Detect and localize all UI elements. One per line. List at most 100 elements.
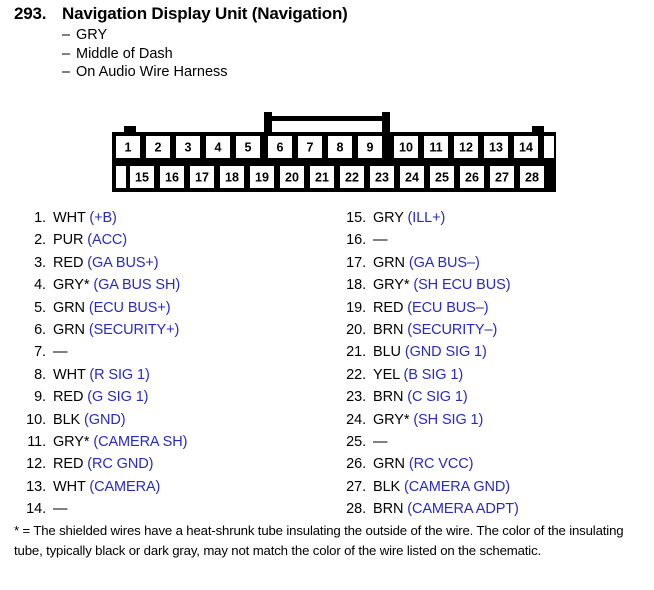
wire-color: — bbox=[373, 433, 388, 450]
connector-top-row: 1 2 3 4 5 6 7 8 9 10 11 12 13 14 bbox=[116, 136, 554, 158]
pin-list-item: 18.GRY* (SH ECU BUS) bbox=[338, 277, 519, 299]
pin-list-item: 12. RED (RC GND) bbox=[18, 456, 187, 478]
pin-number: 21. bbox=[346, 344, 366, 361]
pin-label-16: 16 bbox=[165, 170, 179, 184]
signal-name: (SH SIG 1) bbox=[413, 411, 484, 428]
pin-list-item: 19.RED (ECU BUS–) bbox=[338, 300, 519, 322]
signal-name: (B SIG 1) bbox=[403, 366, 464, 383]
pin-number: 14. bbox=[26, 501, 46, 518]
wire-color: GRN bbox=[373, 254, 405, 271]
pin-label-7: 7 bbox=[307, 140, 314, 154]
footnote-text: * = The shielded wires have a heat-shrun… bbox=[14, 523, 624, 558]
wire-color: GRY* bbox=[373, 411, 410, 428]
pin-list-item: 23.BRN (C SIG 1) bbox=[338, 389, 519, 411]
pin-description: BLK (GND) bbox=[46, 411, 126, 428]
dash-marker: – bbox=[62, 45, 71, 62]
signal-name: (C SIG 1) bbox=[407, 389, 468, 406]
pin-description: GRY* (SH ECU BUS) bbox=[366, 277, 511, 293]
pin-list-right: 15.GRY (ILL+) 16.— 17.GRN (GA BUS–) 18.G… bbox=[338, 210, 519, 523]
dash-marker: – bbox=[62, 64, 71, 80]
wire-color: YEL bbox=[373, 366, 400, 383]
pin-description: GRN (GA BUS–) bbox=[366, 255, 480, 271]
pin-label-3: 3 bbox=[185, 140, 192, 154]
pin-list-item: 8.WHT (R SIG 1) bbox=[18, 367, 187, 389]
pin-list-item: 9.RED (G SIG 1) bbox=[18, 389, 187, 411]
signal-name: (CAMERA ADPT) bbox=[407, 501, 519, 518]
pin-list-item: 16.— bbox=[338, 232, 519, 254]
pin-description: GRN (ECU BUS+) bbox=[46, 299, 171, 316]
pin-list-item: 2.PUR (ACC) bbox=[18, 232, 187, 254]
pin-list-item: 5.GRN (ECU BUS+) bbox=[18, 300, 187, 322]
wire-color: BLU bbox=[373, 344, 401, 361]
wire-color: BLK bbox=[373, 478, 401, 495]
pin-label-26: 26 bbox=[465, 170, 479, 184]
title-row: 293. Navigation Display Unit (Navigation… bbox=[14, 4, 634, 24]
pin-description: BRN (C SIG 1) bbox=[366, 389, 468, 405]
pin-label-1: 1 bbox=[125, 140, 132, 154]
header-detail-text: On Audio Wire Harness bbox=[76, 64, 228, 80]
signal-name: (SECURITY–) bbox=[407, 321, 498, 338]
connector-diagram: 1 2 3 4 5 6 7 8 9 10 11 12 13 14 bbox=[110, 110, 558, 194]
pin-description: BRN (SECURITY–) bbox=[366, 322, 497, 338]
pin-number: 1. bbox=[34, 210, 46, 226]
header-detail-item: – Middle of Dash bbox=[62, 45, 634, 64]
pin-description: GRY (ILL+) bbox=[366, 210, 445, 226]
pin-number: 23. bbox=[346, 389, 366, 406]
section-number: 293. bbox=[14, 4, 47, 23]
signal-name: (CAMERA SH) bbox=[93, 433, 188, 450]
signal-name: (ILL+) bbox=[407, 210, 446, 226]
pin-description: BLK (CAMERA GND) bbox=[366, 479, 510, 495]
signal-name: (RC GND) bbox=[87, 456, 154, 473]
pin-label-13: 13 bbox=[489, 140, 503, 154]
pin-label-4: 4 bbox=[215, 140, 222, 154]
pin-list-item: 22.YEL (B SIG 1) bbox=[338, 367, 519, 389]
wire-color: GRY* bbox=[53, 433, 90, 450]
signal-name: (GA BUS SH) bbox=[93, 277, 181, 294]
wire-color: BRN bbox=[373, 321, 404, 338]
pin-description: GRN (RC VCC) bbox=[366, 456, 473, 472]
pin-description: WHT (+B) bbox=[46, 210, 117, 226]
pin-number: 11. bbox=[27, 433, 46, 450]
signal-name: (ECU BUS+) bbox=[88, 299, 171, 316]
pin-list-item: 4.GRY* (GA BUS SH) bbox=[18, 277, 187, 299]
pin-list-item: 21. BLU (GND SIG 1) bbox=[338, 344, 519, 366]
pin-number: 18. bbox=[346, 277, 366, 294]
wire-color: BRN bbox=[373, 501, 404, 518]
pin-description: — bbox=[366, 232, 388, 248]
pin-number: 5. bbox=[34, 299, 46, 316]
pin-number: 12. bbox=[26, 456, 46, 473]
pin-number: 20. bbox=[346, 321, 366, 338]
pin-label-6: 6 bbox=[277, 140, 284, 154]
pin-label-10: 10 bbox=[399, 140, 413, 154]
wire-color: BLK bbox=[53, 411, 81, 428]
pin-number: 10. bbox=[26, 411, 46, 428]
signal-name: (GND SIG 1) bbox=[404, 344, 487, 361]
pin-assignment-lists: 1.WHT (+B) 2.PUR (ACC) 3.RED (GA BUS+) 4… bbox=[0, 210, 654, 517]
wire-color: RED bbox=[53, 456, 84, 473]
wire-color: RED bbox=[53, 389, 84, 406]
pin-list-item: 10.BLK (GND) bbox=[18, 412, 187, 434]
pin-label-25: 25 bbox=[435, 170, 449, 184]
pin-description: YEL (B SIG 1) bbox=[366, 367, 463, 383]
wire-color: WHT bbox=[53, 366, 86, 383]
page-header: 293. Navigation Display Unit (Navigation… bbox=[14, 4, 634, 82]
pin-label-20: 20 bbox=[285, 170, 299, 184]
connector-bottom-row: 15 16 17 18 19 20 21 22 23 24 25 26 27 2… bbox=[116, 166, 544, 188]
pin-list-item: 24.GRY* (SH SIG 1) bbox=[338, 412, 519, 434]
pin-description: GRY* (SH SIG 1) bbox=[366, 412, 483, 428]
header-detail-text: Middle of Dash bbox=[76, 45, 173, 62]
pin-label-5: 5 bbox=[245, 140, 252, 154]
pin-list-item: 28.BRN (CAMERA ADPT) bbox=[338, 501, 519, 523]
signal-name: (ECU BUS–) bbox=[407, 299, 489, 316]
pin-label-23: 23 bbox=[375, 170, 389, 184]
connector-latch bbox=[264, 112, 390, 134]
pin-number: 19. bbox=[346, 299, 366, 316]
pin-list-item: 25. — bbox=[338, 434, 519, 456]
pin-number: 15. bbox=[346, 210, 366, 226]
pin-number: 25. bbox=[346, 433, 366, 450]
wire-color: RED bbox=[53, 254, 84, 271]
page-title: Navigation Display Unit (Navigation) bbox=[62, 4, 348, 23]
pin-description: WHT (R SIG 1) bbox=[46, 367, 150, 383]
signal-name: (+B) bbox=[89, 210, 117, 226]
pin-description: WHT (CAMERA) bbox=[46, 479, 160, 495]
